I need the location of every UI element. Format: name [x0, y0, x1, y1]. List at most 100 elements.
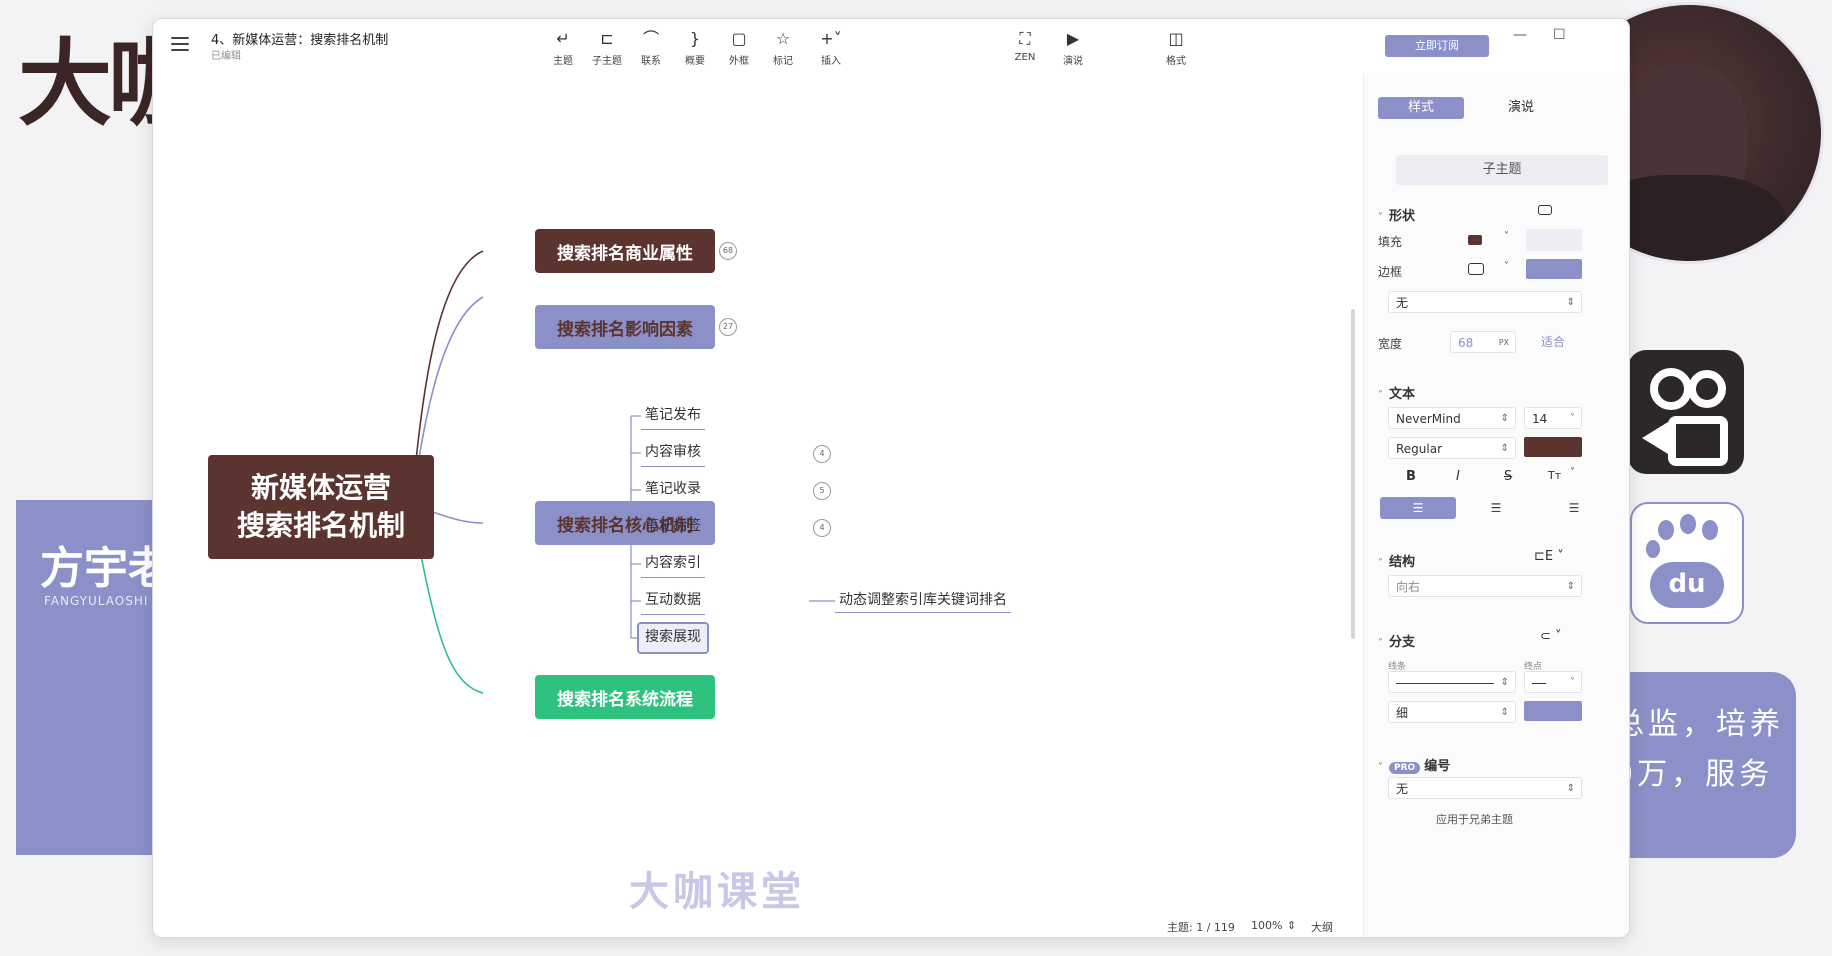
- branch-thickness-select[interactable]: 细⇕: [1388, 701, 1516, 723]
- background-intro-text: 总监，培养 0万，服务: [1614, 707, 1784, 792]
- main-topic-system-flow[interactable]: 搜索排名系统流程: [535, 675, 715, 719]
- numbering-select[interactable]: 无⇕: [1388, 777, 1582, 799]
- play-icon: ▶: [1066, 29, 1080, 48]
- canvas-scrollbar[interactable]: [1351, 309, 1355, 639]
- fit-button[interactable]: 适合: [1540, 335, 1565, 349]
- background-left-panel: [16, 500, 156, 855]
- collapsed-count-badge[interactable]: 27: [719, 318, 737, 336]
- font-family-select[interactable]: NeverMind⇕: [1388, 407, 1516, 429]
- main-topic-core-mechanism[interactable]: 搜索排名核心机制: [535, 501, 715, 545]
- collapsed-count-badge[interactable]: 4: [813, 445, 831, 463]
- collapsed-count-badge[interactable]: 4: [813, 519, 831, 537]
- main-topic-factors[interactable]: 搜索排名影响因素: [535, 305, 715, 349]
- shape-section-header[interactable]: ˅形状: [1378, 209, 1416, 224]
- text-case-button[interactable]: Tт: [1548, 469, 1562, 482]
- selected-element-type: 子主题: [1396, 155, 1608, 185]
- topic-icon: ↵: [556, 29, 570, 48]
- border-style-select[interactable]: 无⇕: [1388, 291, 1582, 313]
- star-icon: ☆: [775, 29, 791, 48]
- subtopic-note-indexing[interactable]: 笔记收录: [641, 475, 705, 504]
- fill-dropdown-chevron-icon[interactable]: ˅: [1504, 231, 1509, 242]
- strikethrough-button[interactable]: S: [1504, 469, 1513, 484]
- top-toolbar: 4、新媒体运营：搜索排名机制 已编辑 ↵主题 ⊏子主题 ⌒联系 }概要 ▢外框 …: [153, 19, 1629, 73]
- branch-section-header[interactable]: ˅分支: [1378, 635, 1416, 650]
- subtopic-note-tags[interactable]: 笔记标签: [641, 512, 705, 541]
- zoom-level[interactable]: 100%: [1251, 919, 1283, 932]
- summary-icon: }: [689, 29, 701, 48]
- plus-icon: +˅: [820, 29, 842, 48]
- document-status: 已编辑: [211, 51, 241, 62]
- format-panel-button[interactable]: ◫格式: [1154, 29, 1198, 67]
- branch-line-select[interactable]: ⇕: [1388, 671, 1516, 693]
- fill-color-field[interactable]: [1526, 229, 1582, 251]
- outline-button[interactable]: 大纲: [1311, 921, 1333, 934]
- tab-style[interactable]: 样式: [1378, 97, 1464, 119]
- leaf-topic-dynamic-ranking[interactable]: 动态调整索引库关键词排名: [835, 588, 1011, 613]
- topic-counter: 主题: 1 / 119: [1167, 921, 1235, 934]
- subtopic-search-display-selected[interactable]: 搜索展现: [637, 622, 709, 654]
- align-left-button[interactable]: ☰: [1380, 497, 1456, 519]
- fullscreen-icon: ⛶: [1019, 29, 1031, 48]
- hamburger-menu-icon[interactable]: [171, 37, 189, 51]
- chevron-down-icon: ˅: [1378, 212, 1383, 223]
- italic-button[interactable]: I: [1456, 469, 1460, 484]
- maximize-button[interactable]: ☐: [1553, 27, 1566, 43]
- zen-button[interactable]: ⛶ZEN: [1003, 29, 1047, 63]
- marker-button[interactable]: ☆标记: [761, 29, 805, 67]
- border-color-swatch[interactable]: [1526, 259, 1582, 279]
- subtopic-content-review[interactable]: 内容审核: [641, 438, 705, 467]
- subscribe-button[interactable]: 立即订阅: [1385, 35, 1489, 57]
- collapsed-count-badge[interactable]: 5: [813, 482, 831, 500]
- font-size-select[interactable]: 14˅: [1524, 407, 1582, 429]
- subtopic-content-index[interactable]: 内容索引: [641, 549, 705, 578]
- baidu-du-label: du: [1650, 562, 1724, 608]
- branch-end-select[interactable]: ˅: [1524, 671, 1582, 693]
- subtopic-button[interactable]: ⊏子主题: [585, 29, 629, 67]
- document-title[interactable]: 4、新媒体运营：搜索排名机制: [211, 33, 389, 48]
- subtopic-note-publish[interactable]: 笔记发布: [641, 401, 705, 430]
- branch-style-icon[interactable]: ⊂ ˅: [1540, 629, 1562, 644]
- chevron-down-icon: ˅: [1378, 638, 1383, 649]
- structure-icon[interactable]: ⊏Ε ˅: [1534, 549, 1564, 564]
- text-section-header[interactable]: ˅文本: [1378, 387, 1416, 402]
- insert-button[interactable]: +˅插入: [809, 29, 853, 67]
- subtopic-icon: ⊏: [600, 29, 614, 48]
- branch-color-swatch[interactable]: [1524, 701, 1582, 721]
- text-case-chevron-icon[interactable]: ˅: [1570, 467, 1575, 478]
- relationship-button[interactable]: ⌒联系: [629, 29, 673, 67]
- main-topic-commercial[interactable]: 搜索排名商业属性: [535, 229, 715, 273]
- topic-button[interactable]: ↵主题: [541, 29, 585, 67]
- structure-direction-select[interactable]: 向右⇕: [1388, 575, 1582, 597]
- shape-preview-icon[interactable]: [1538, 205, 1552, 215]
- width-label: 宽度: [1378, 337, 1403, 351]
- text-color-swatch[interactable]: [1524, 437, 1582, 457]
- collapsed-count-badge[interactable]: 68: [719, 242, 737, 260]
- border-shape-icon[interactable]: [1468, 263, 1484, 275]
- subtopic-interaction-data[interactable]: 互动数据: [641, 586, 705, 615]
- align-right-button[interactable]: ☰: [1568, 501, 1580, 515]
- boundary-button[interactable]: ▢外框: [717, 29, 761, 67]
- font-weight-select[interactable]: Regular⇕: [1388, 437, 1516, 459]
- align-center-button[interactable]: ☰: [1490, 501, 1502, 515]
- border-label: 边框: [1378, 265, 1403, 279]
- tab-speech[interactable]: 演说: [1507, 100, 1534, 115]
- pitch-button[interactable]: ▶演说: [1051, 29, 1095, 67]
- apply-to-siblings-label[interactable]: 应用于兄弟主题: [1436, 813, 1513, 826]
- border-dropdown-chevron-icon[interactable]: ˅: [1504, 261, 1509, 272]
- minimize-button[interactable]: —: [1513, 27, 1527, 43]
- baidu-logo-icon: du: [1630, 502, 1744, 624]
- fill-color-swatch[interactable]: [1468, 235, 1482, 245]
- background-right-panel: [1600, 672, 1796, 858]
- relationship-icon: ⌒: [642, 29, 659, 48]
- bold-button[interactable]: B: [1406, 469, 1416, 484]
- root-topic[interactable]: 新媒体运营 搜索排名机制: [208, 455, 434, 559]
- fill-label: 填充: [1378, 235, 1403, 249]
- mindmap-canvas[interactable]: 新媒体运营 搜索排名机制 搜索排名商业属性 68 搜索排名影响因素 27 搜索排…: [153, 73, 1363, 935]
- endpoint-label: 终点: [1524, 662, 1543, 672]
- summary-button[interactable]: }概要: [673, 29, 717, 67]
- structure-section-header[interactable]: ˅结构: [1378, 555, 1416, 570]
- zoom-stepper-icon[interactable]: ⇕: [1287, 919, 1297, 932]
